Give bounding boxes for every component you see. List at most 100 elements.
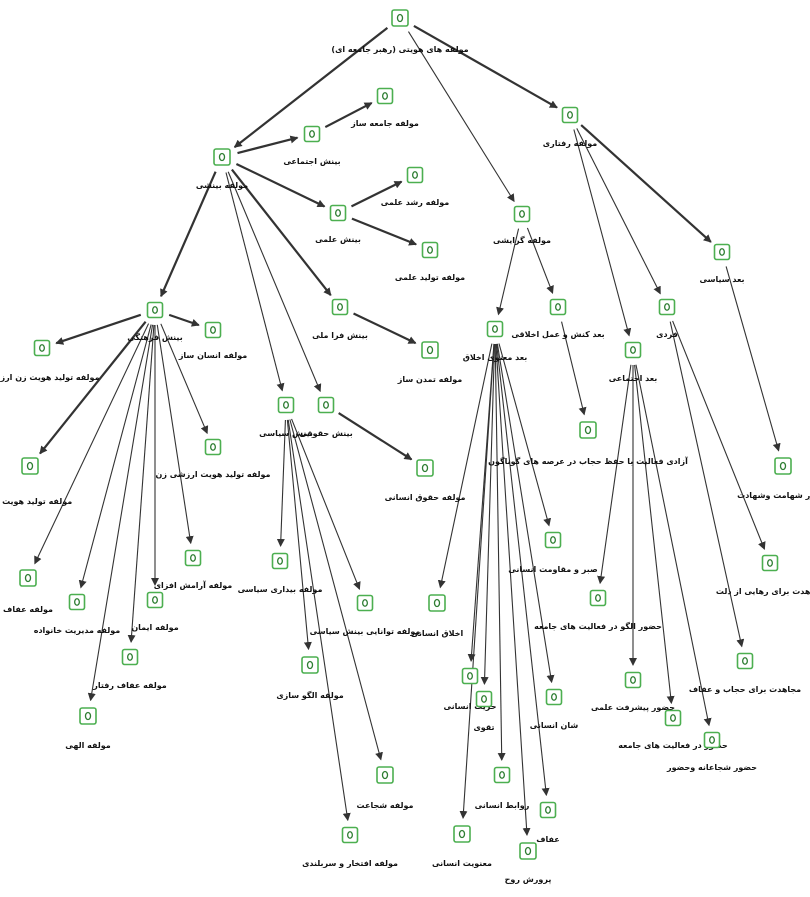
node-taghva[interactable]: تقوی — [473, 690, 495, 733]
node-icon-glyph — [630, 676, 636, 684]
node-fardi[interactable]: فردی — [656, 298, 678, 340]
node-shan[interactable]: شان انسانی — [530, 688, 579, 731]
edge-farhangi_b-to-ensan_saz — [168, 313, 200, 327]
node-olgo[interactable]: مولفه الگو سازی — [276, 656, 344, 700]
node-shojaat[interactable]: مولفه شجاعت — [357, 766, 414, 810]
node-icon-glyph — [492, 325, 498, 333]
node-icon — [21, 457, 39, 475]
edge-binesh-to-siasi_b — [225, 172, 285, 392]
node-tamadon[interactable]: مولفه تمدن ساز — [397, 341, 462, 384]
node-icon — [329, 204, 347, 222]
node-konesh[interactable]: بعد کنش و عمل اخلاقی — [511, 298, 605, 341]
node-icon — [146, 301, 164, 319]
node-icon — [561, 106, 579, 124]
node-azadi[interactable]: آزادی فعالیت با حفظ حجاب در عرصه های گون… — [488, 421, 688, 466]
node-hozur_elmi[interactable]: حضور پیشرفت علمی — [591, 671, 675, 713]
node-label: بعد سیاسی — [699, 275, 744, 284]
node-jameesaz[interactable]: مولفه جامعه ساز — [350, 87, 419, 129]
node-sabr[interactable]: صبر و مقاومت انسانی — [508, 531, 598, 575]
node-hozur_faal[interactable]: حضور در فعالیت های جامعه — [618, 709, 728, 751]
node-mojahedat_zellat[interactable]: مجاهدت برای رهایی از ذلت — [716, 554, 810, 597]
node-label: مولفه رفتاری — [543, 139, 597, 148]
node-icon — [461, 667, 479, 685]
node-farhangi_b[interactable]: بینش فرهنگی — [127, 301, 183, 344]
node-label: مولفه بیداری سیاسی — [238, 585, 323, 594]
node-modiriat_khanevade[interactable]: مولفه مدیریت خانواده — [34, 593, 121, 636]
node-label: مولفه گرایشی — [493, 235, 551, 245]
edge-farhangi_b-to-arzeshi_zan — [160, 323, 209, 435]
node-icon-glyph — [555, 303, 561, 311]
node-label: حضور الگو در فعالیت های جامعه — [534, 621, 662, 631]
node-eftekhar[interactable]: مولفه افتخار و سربلندی — [302, 826, 398, 869]
node-icon — [406, 166, 424, 184]
node-efaf_bar[interactable]: مولفه عفاف رفتار — [92, 648, 167, 691]
node-icon — [146, 591, 164, 609]
edge-farhangi_b-to-elahi — [87, 324, 154, 702]
node-icon-glyph — [551, 693, 557, 701]
node-icon-glyph — [283, 401, 289, 409]
edge-melli_b-to-tamadon — [353, 312, 417, 345]
node-label: بینش حقوقی — [299, 429, 353, 439]
node-label: فردی — [656, 330, 678, 339]
node-gerayeshi[interactable]: مولفه گرایشی — [493, 205, 551, 246]
node-icon — [33, 339, 51, 357]
node-icon — [356, 594, 374, 612]
node-iman[interactable]: مولفه ایمان — [131, 591, 179, 633]
node-hoviat_zan[interactable]: مولفه تولید هویت زن — [0, 457, 72, 506]
node-root[interactable]: مولفه های هویتی (رهبر جامعه ای) — [331, 9, 469, 54]
node-label: بینش فرا ملی — [312, 331, 368, 341]
node-ejtemai_b[interactable]: بینش اجتماعی — [283, 125, 341, 168]
node-ravabet[interactable]: روابط انسانی — [475, 766, 530, 811]
edge-ejtemai_b-to-jameesaz — [324, 101, 373, 129]
node-manavi[interactable]: بعد معنوی اخلاق — [463, 320, 528, 363]
node-icon — [453, 825, 471, 843]
node-tolid_elm[interactable]: مولفه تولید علمی — [395, 241, 465, 283]
edge-siasi_b-to-bidari — [276, 419, 286, 548]
node-label: مولفه الهی — [65, 741, 111, 750]
node-bidari[interactable]: مولفه بیداری سیاسی — [238, 552, 323, 595]
node-akhlagh[interactable]: اخلاق انسانی — [411, 594, 464, 638]
node-label: روابط انسانی — [475, 801, 530, 810]
node-label: تقوی — [473, 723, 494, 732]
node-parvaresh[interactable]: پرورش روح — [505, 842, 552, 885]
node-icon — [421, 341, 439, 359]
node-hozur_olgo[interactable]: حضور الگو در فعالیت های جامعه — [534, 589, 662, 632]
node-efaf[interactable]: مولفه عفاف — [3, 569, 53, 614]
node-elmi_b[interactable]: بینش علمی — [315, 204, 361, 246]
node-binesh[interactable]: مولفه بینشی — [196, 148, 248, 190]
edge-farhangi_b-to-hoviat_zan — [39, 321, 147, 455]
edge-manavi-to-shan — [496, 343, 555, 684]
node-icon — [624, 671, 642, 689]
edge-manavi-to-maanaviat — [459, 343, 495, 820]
node-efaf2[interactable]: عفاف — [536, 801, 560, 845]
node-mojahedat_hejab[interactable]: مجاهدت برای حجاب و عفاف — [689, 652, 801, 695]
node-elahi[interactable]: مولفه الهی — [65, 707, 111, 750]
node-icon — [376, 766, 394, 784]
node-zan_arzeshi[interactable]: مولفه تولید هویت زن ارزشی — [0, 339, 100, 383]
node-maanaviat[interactable]: معنویت انسانی — [432, 825, 492, 868]
node-icon — [421, 241, 439, 259]
node-shahadat[interactable]: حضور شهامت وشهادت — [737, 457, 810, 500]
node-tavanai[interactable]: مولفه توانایی بینش سیاسی — [310, 594, 421, 638]
node-icon-glyph — [545, 806, 551, 814]
node-icon-glyph — [481, 695, 487, 703]
node-arameshafza[interactable]: مولفه آرامش افزای — [154, 549, 233, 592]
node-siasi_r[interactable]: بعد سیاسی — [699, 243, 745, 285]
node-ejtemai_r[interactable]: بعد اجتماعی — [609, 341, 658, 384]
node-hozur_shoja[interactable]: حضور شجاعانه وحضور — [666, 731, 757, 773]
edge-siasi_b-to-tavanai — [291, 418, 361, 590]
node-melli_b[interactable]: بینش فرا ملی — [312, 298, 368, 342]
node-label: مولفه های هویتی (رهبر جامعه ای) — [331, 45, 468, 54]
node-siasi_b[interactable]: بینش سیاسی — [259, 396, 313, 440]
edge-farhangi_b-to-zan_arzeshi — [55, 313, 142, 345]
node-hoghogh_ensani[interactable]: مولفه حقوق انسانی — [385, 459, 466, 502]
node-ensan_saz[interactable]: مولفه انسان ساز — [178, 321, 247, 361]
node-hoghoghi_b[interactable]: بینش حقوقی — [299, 396, 353, 440]
node-horiat[interactable]: حریت انسانی — [444, 667, 497, 712]
node-arzeshi_zan[interactable]: مولفه تولید هویت ارزشی زن — [155, 438, 271, 480]
node-raftari[interactable]: مولفه رفتاری — [543, 106, 597, 149]
node-icon-glyph — [767, 559, 773, 567]
node-label: آزادی فعالیت با حفظ حجاب در عرصه های گون… — [488, 456, 688, 466]
node-roshd_elmi[interactable]: مولفه رشد علمی — [381, 166, 449, 208]
